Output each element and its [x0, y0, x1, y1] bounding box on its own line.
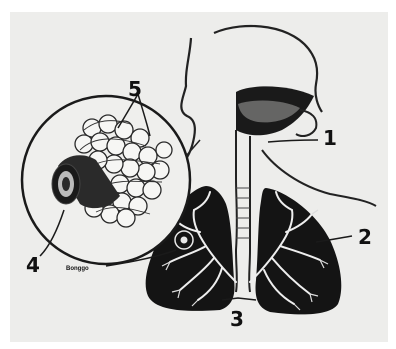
- label-4: 4: [26, 253, 40, 277]
- label-2: 2: [358, 225, 372, 249]
- label-5: 5: [128, 77, 142, 101]
- label-1: 1: [323, 126, 337, 150]
- label-3: 3: [230, 307, 244, 331]
- small-caption: Bonggo: [66, 266, 89, 272]
- magnified-alveoli-view: [22, 96, 190, 264]
